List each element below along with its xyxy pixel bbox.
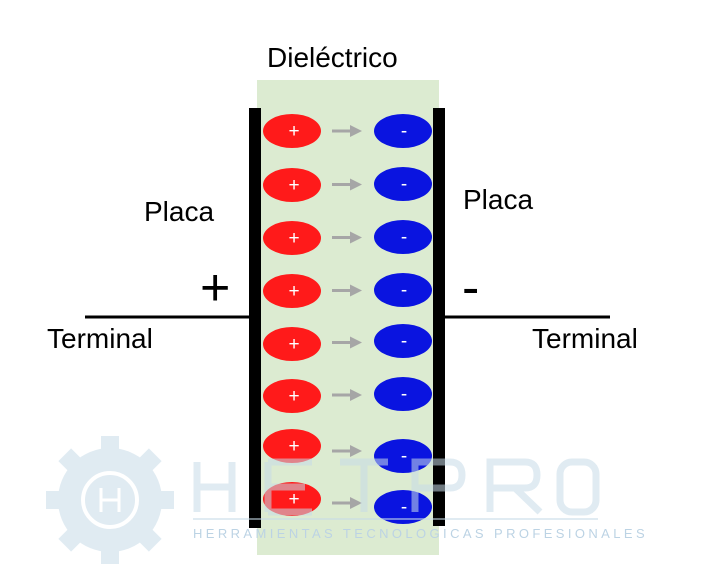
negative-charge-symbol: -: [401, 280, 407, 301]
positive-charge-symbol: +: [288, 386, 299, 407]
negative-charge-symbol: -: [401, 227, 407, 248]
positive-charge-symbol: +: [288, 489, 299, 510]
plate-left-label: Placa: [144, 196, 215, 227]
polarization-arrowhead: [350, 336, 362, 349]
negative-charge: [374, 114, 432, 148]
terminal-left-label: Terminal: [47, 323, 153, 354]
polarization-arrowhead: [350, 284, 362, 297]
polarization-arrowhead: [350, 389, 362, 401]
negative-terminal-sign: -: [462, 259, 480, 317]
plate-left: [249, 108, 261, 528]
negative-charge-symbol: -: [401, 446, 407, 467]
negative-charge: [374, 167, 432, 201]
brand-letter-o: [556, 458, 600, 516]
polarization-arrowhead: [350, 125, 362, 137]
gear-letter-mark: [99, 488, 121, 512]
negative-charge: [374, 220, 432, 254]
negative-charge-symbol: -: [401, 174, 407, 195]
positive-charge: [263, 114, 321, 148]
polarization-arrowhead: [350, 178, 362, 191]
negative-charge-symbol: -: [401, 331, 407, 352]
positive-charge: [263, 168, 321, 202]
brand-letter-r: [486, 458, 543, 515]
positive-charge: [263, 379, 321, 413]
negative-charge: [374, 324, 432, 358]
negative-charge: [374, 377, 432, 411]
dielectric-title: Dieléctrico: [267, 42, 398, 73]
positive-charge-symbol: +: [288, 228, 299, 249]
positive-charge-symbol: +: [288, 334, 299, 355]
positive-charge-symbol: +: [288, 121, 299, 142]
brand-letter-p: [411, 458, 466, 512]
positive-charge-symbol: +: [288, 281, 299, 302]
positive-charge-symbol: +: [288, 436, 299, 457]
plate-right: [433, 108, 445, 526]
positive-terminal-sign: +: [200, 259, 231, 317]
brand-letter-h: [193, 462, 236, 512]
positive-charge: [263, 327, 321, 361]
polarization-arrowhead: [350, 231, 362, 244]
gear-hub: [81, 471, 139, 529]
brand-letter-t: [340, 458, 388, 512]
negative-charge: [374, 273, 432, 307]
watermark: [46, 436, 600, 564]
positive-charge-symbol: +: [288, 175, 299, 196]
negative-charge-symbol: -: [401, 497, 407, 518]
dielectric-region: [257, 80, 439, 555]
watermark-tagline: HERRAMIENTAS TECNOLOGICAS PROFESIONALES: [193, 526, 649, 541]
terminal-right-label: Terminal: [532, 323, 638, 354]
charges-layer: + - + - + - + - + - + - + - + -: [263, 114, 432, 524]
plate-right-label: Placa: [463, 184, 534, 215]
polarization-arrowhead: [350, 445, 362, 457]
positive-charge: [263, 274, 321, 308]
positive-charge: [263, 429, 321, 463]
positive-charge: [263, 221, 321, 255]
polarization-arrowhead: [350, 497, 362, 509]
negative-charge-symbol: -: [401, 121, 407, 142]
negative-charge-symbol: -: [401, 384, 407, 405]
brand-letter-e: [264, 458, 312, 516]
